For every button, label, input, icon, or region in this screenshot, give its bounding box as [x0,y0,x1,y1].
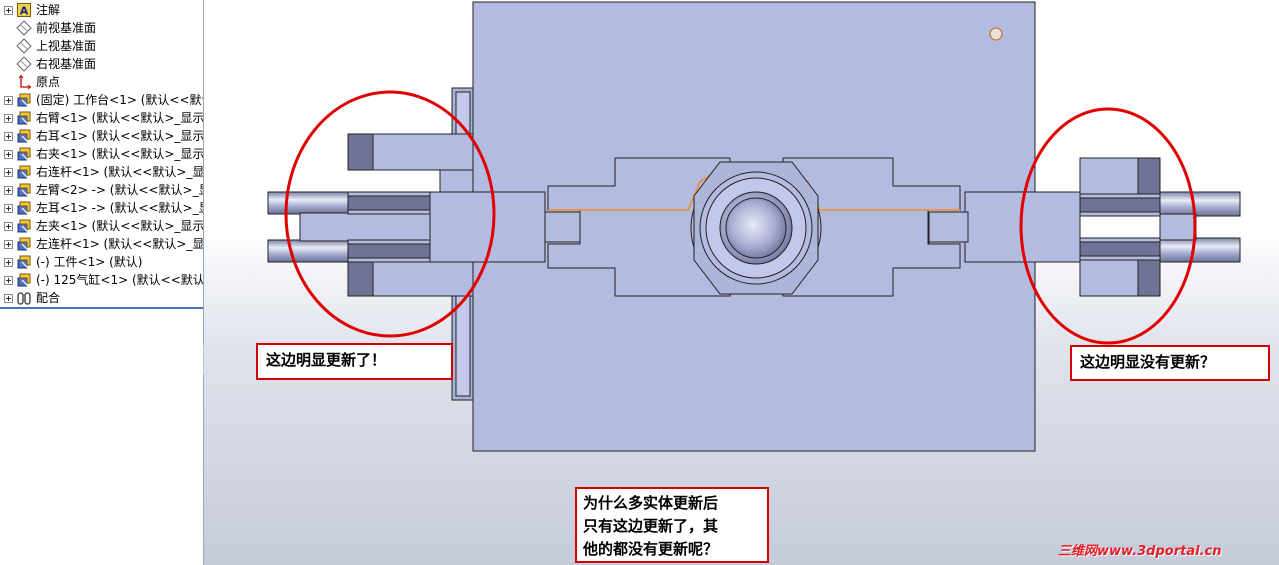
tree-item-label: (-) 125气缸<1> (默认<<默认> [36,273,203,287]
tree-item[interactable]: (固定) 工作台<1> (默认<<默认 [0,91,203,109]
expand-toggle-icon[interactable] [4,131,13,141]
component-icon [16,236,36,252]
expand-toggle-icon[interactable] [4,149,13,159]
tree-item-label: 配合 [36,291,61,305]
plane-icon [16,20,36,36]
tree-separator [0,307,203,309]
callout-right-note: 这边明显没有更新？ [1070,345,1270,381]
callout-left-text: 这边明显更新了！ [266,351,387,369]
tree-item[interactable]: 配合 [0,289,203,307]
tree-item-label: (固定) 工作台<1> (默认<<默认 [36,93,203,107]
site-watermark: 三维网www.3dportal.cn [1058,544,1222,559]
center-nut[interactable] [690,161,822,295]
tree-item-label: 前视基准面 [36,21,97,35]
callout-question-note: 为什么多实体更新后 只有这边更新了，其 他的都没有更新呢？ [575,487,769,563]
tree-item-label: 上视基准面 [36,39,97,53]
tree-item-label: 右连杆<1> (默认<<默认>_显示 [36,165,203,179]
tree-item-label: 原点 [36,75,61,89]
tree-item[interactable]: 左耳<1> -> (默认<<默认>_显示 [0,199,203,217]
left-annotation-circle [284,90,496,338]
tree-item[interactable]: 原点 [0,73,203,91]
tree-item[interactable]: 右耳<1> (默认<<默认>_显示状 [0,127,203,145]
tree-item-label: 右视基准面 [36,57,97,71]
callout-right-text: 这边明显没有更新？ [1080,353,1216,371]
expand-toggle-icon[interactable] [4,239,13,249]
tree-item-label: 左耳<1> -> (默认<<默认>_显示 [36,201,203,215]
component-icon [16,200,36,216]
component-icon [16,92,36,108]
tree-item[interactable]: 右连杆<1> (默认<<默认>_显示 [0,163,203,181]
component-icon [16,254,36,270]
component-icon [16,164,36,180]
tree-item[interactable]: 上视基准面 [0,37,203,55]
component-icon [16,182,36,198]
tree-item[interactable]: (-) 125气缸<1> (默认<<默认> [0,271,203,289]
expand-toggle-icon[interactable] [4,293,13,303]
annotation-icon: A [16,2,36,18]
expand-toggle-icon[interactable] [4,5,13,15]
expand-toggle-icon[interactable] [4,167,13,177]
assembly-model-view[interactable] [204,0,1279,565]
tree-item[interactable]: (-) 工件<1> (默认) [0,253,203,271]
feature-manager-tree[interactable]: A 注解前视基准面上视基准面右视基准面原点 (固定) 工作台<1> (默认<<默认右… [0,0,204,565]
tree-item[interactable]: 左臂<2> -> (默认<<默认>_显示 [0,181,203,199]
tree-item-label: 左连杆<1> (默认<<默认>_显示 [36,237,203,251]
origin-icon [16,74,36,90]
component-icon [16,110,36,126]
tree-item-label: 注解 [36,3,61,17]
tree-item-label: 右夹<1> (默认<<默认>_显示状 [36,147,203,161]
component-icon [16,128,36,144]
expand-toggle-icon[interactable] [4,221,13,231]
tree-item[interactable]: 左连杆<1> (默认<<默认>_显示 [0,235,203,253]
tree-item-label: 左臂<2> -> (默认<<默认>_显示 [36,183,203,197]
tree-item[interactable]: A 注解 [0,1,203,19]
expand-toggle-icon[interactable] [4,95,13,105]
tree-item[interactable]: 右视基准面 [0,55,203,73]
expand-toggle-icon[interactable] [4,257,13,267]
tree-item-label: 右臂<1> (默认<<默认>_显示状 [36,111,203,125]
callout-question-line: 他的都没有更新呢？ [583,540,719,558]
tree-item[interactable]: 左夹<1> (默认<<默认>_显示状 [0,217,203,235]
graphics-viewport[interactable] [204,0,1279,565]
tree-item-label: 左夹<1> (默认<<默认>_显示状 [36,219,203,233]
callout-question-line: 为什么多实体更新后 [583,494,719,512]
callout-question-line: 只有这边更新了，其 [583,517,719,535]
callout-left-note: 这边明显更新了！ [256,343,453,380]
right-annotation-circle [1019,107,1197,345]
plane-icon [16,56,36,72]
mates-icon [16,290,36,306]
tree-item[interactable]: 右臂<1> (默认<<默认>_显示状 [0,109,203,127]
component-icon [16,218,36,234]
plane-icon [16,38,36,54]
svg-text:A: A [20,5,29,18]
tree-item[interactable]: 右夹<1> (默认<<默认>_显示状 [0,145,203,163]
tree-item-label: (-) 工件<1> (默认) [36,255,143,269]
center-link-body[interactable] [547,157,961,297]
tree-empty-area [0,310,203,565]
expand-toggle-icon[interactable] [4,275,13,285]
component-icon [16,146,36,162]
expand-toggle-icon[interactable] [4,185,13,195]
tree-item[interactable]: 前视基准面 [0,19,203,37]
expand-toggle-icon[interactable] [4,203,13,213]
expand-toggle-icon[interactable] [4,113,13,123]
component-icon [16,272,36,288]
tree-item-label: 右耳<1> (默认<<默认>_显示状 [36,129,203,143]
